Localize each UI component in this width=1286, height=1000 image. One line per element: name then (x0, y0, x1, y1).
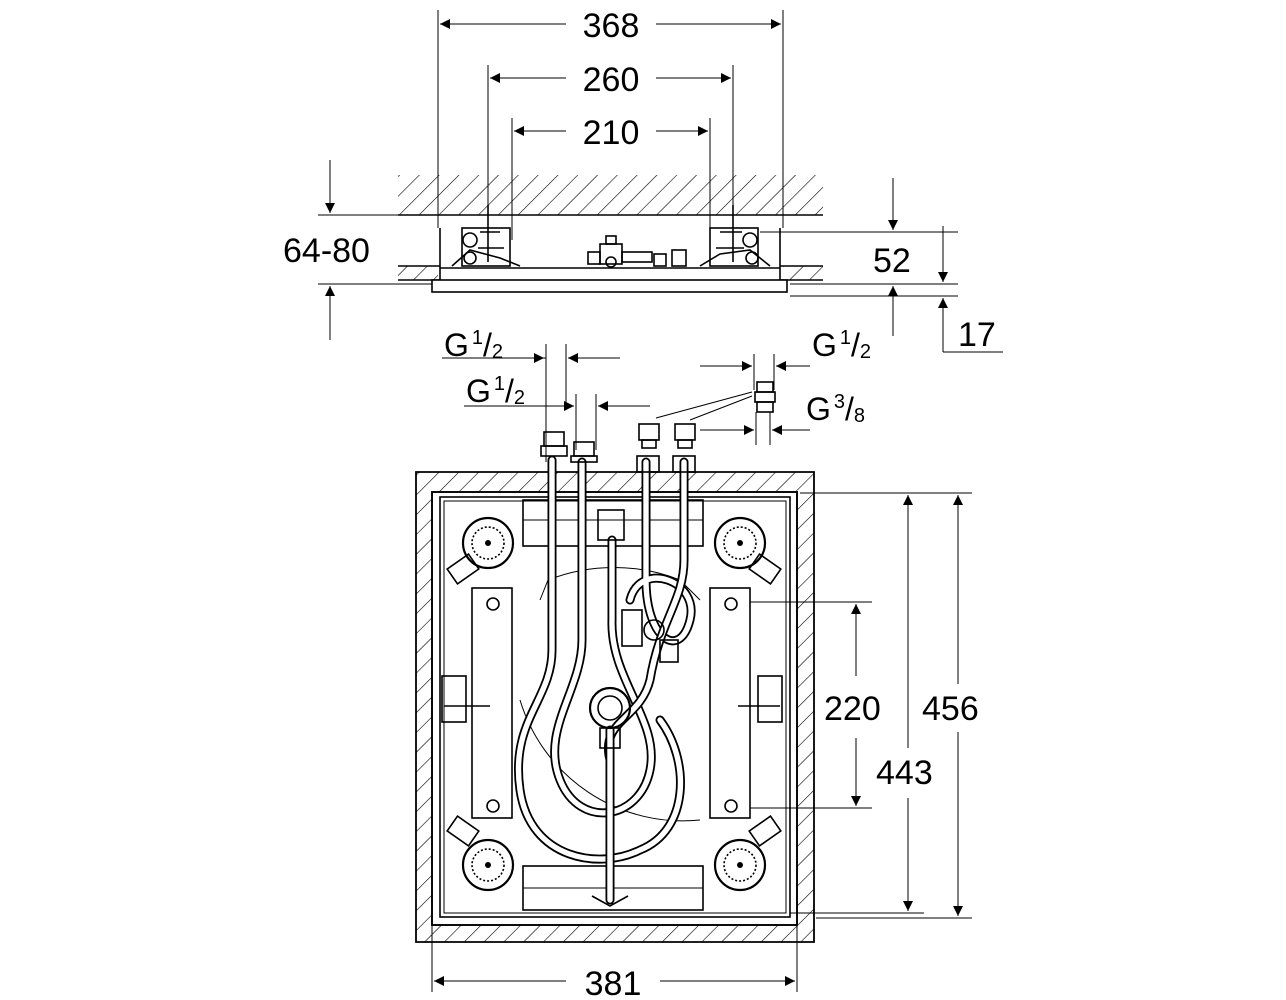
ceiling (398, 175, 823, 215)
corner-unit-top-left (446, 516, 515, 585)
ceiling-bracket-left (451, 215, 521, 267)
ceiling-bracket-right (699, 215, 771, 267)
central-valve (588, 509, 679, 907)
ceiling-panel-left (398, 266, 438, 280)
shower-plate (431, 279, 788, 293)
hoses (514, 455, 696, 905)
corner-unit-bottom-left (446, 815, 515, 892)
dim-210: 210 (583, 114, 640, 152)
fitting-detail (754, 381, 776, 413)
side-view: 368 260 210 64-80 52 17 (283, 7, 1003, 354)
dim-443: 443 (876, 754, 933, 792)
dim-17: 17 (958, 316, 996, 354)
dim-381: 381 (585, 965, 642, 1000)
dim-220: 220 (824, 690, 881, 728)
center-valve (587, 235, 687, 268)
dim-64-80: 64-80 (283, 232, 370, 270)
dim-456: 456 (922, 690, 979, 728)
inlet-fittings (540, 423, 696, 473)
dim-52: 52 (873, 242, 911, 280)
rail-right (709, 587, 751, 819)
dim-368: 368 (583, 7, 640, 45)
rail-left (471, 587, 513, 819)
ceiling-panel-right (783, 266, 823, 280)
corner-unit-bottom-right (713, 815, 782, 892)
corner-unit-top-right (713, 516, 782, 585)
dim-260: 260 (583, 61, 640, 99)
plan-view: 220 443 456 381 (415, 423, 979, 1000)
